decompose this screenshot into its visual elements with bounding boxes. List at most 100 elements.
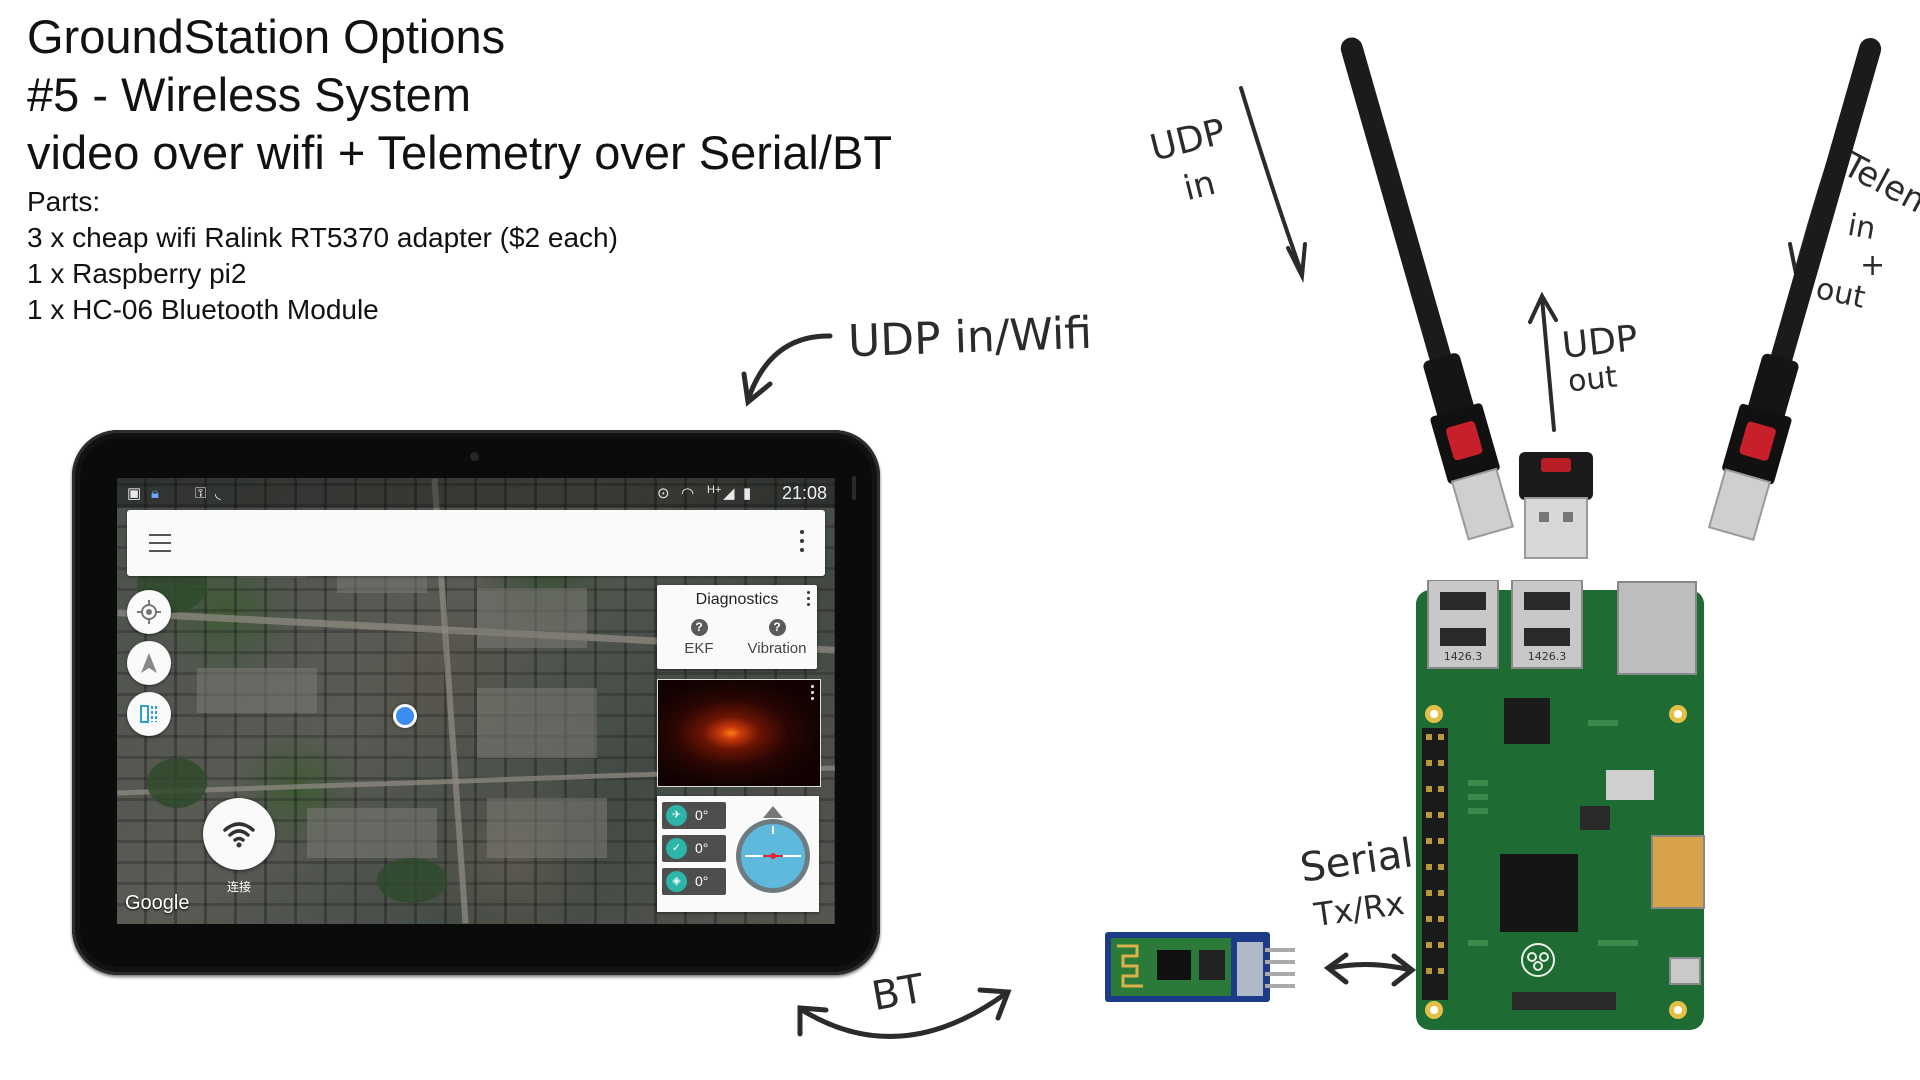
gps-locate-button[interactable]	[127, 590, 171, 634]
map-trees	[377, 858, 447, 903]
tablet-side-button	[852, 476, 856, 500]
diagnostic-label: EKF	[684, 640, 714, 657]
status-time: 21:08	[781, 483, 827, 503]
udp-in-arrow	[1239, 86, 1304, 276]
antenna-rod	[1760, 37, 1882, 405]
attitude-indicator	[736, 806, 810, 893]
parts-item: 1 x HC-06 Bluetooth Module	[27, 294, 379, 325]
udp-in-arrowhead	[1286, 242, 1307, 284]
wifi-antenna-right	[1707, 37, 1882, 542]
android-tablet: ▣ 🔒︎ ⚿ ◟ ⊙ ◠ H+ ◢ ▮ 21:08	[72, 430, 880, 975]
raspberry-pi-2-board: 1426.3 1426.3	[1416, 580, 1705, 1030]
pitch-icon: ✓	[666, 838, 687, 859]
telemetry-card: ✈ 0° ✓ 0° ◈ 0°	[657, 796, 819, 912]
navigation-arrow-icon	[141, 653, 157, 673]
diagnostics-card[interactable]: Diagnostics ? EKF ? Vibration	[657, 585, 817, 669]
diagnostics-more-icon[interactable]	[807, 591, 811, 607]
key-icon: ⚿	[195, 485, 207, 502]
serial-arrowhead-right	[1391, 953, 1417, 987]
signal-broadcast-icon: ◟	[215, 485, 221, 502]
telemetry-row: ✓ 0°	[662, 835, 726, 862]
page-title: GroundStation Options	[27, 10, 506, 63]
annotation-telem-plus: +	[1860, 248, 1886, 283]
audio-jack	[1606, 770, 1654, 800]
hc06-bluetooth-module	[1105, 932, 1295, 1002]
wifi-status-icon: ◠	[681, 485, 695, 502]
adapter-logo	[1446, 421, 1483, 461]
diagnostic-label: Vibration	[747, 640, 807, 657]
camera-connector	[1512, 992, 1616, 1010]
video-feed-card[interactable]	[657, 679, 821, 787]
ethernet-port	[1617, 581, 1697, 675]
app-toolbar	[127, 510, 825, 576]
ethernet-chip	[1504, 698, 1550, 744]
parts-heading: Parts:	[27, 186, 101, 217]
tablet-camera	[470, 452, 479, 461]
annotation-udp-in-wifi: UDP in/Wifi	[847, 307, 1093, 368]
annotation-bt: BT	[868, 965, 928, 1021]
page-subtitle: #5 - Wireless System	[27, 68, 471, 121]
map-layer-button[interactable]	[127, 692, 171, 736]
battery-icon: ▮	[743, 485, 752, 502]
telemetry-row: ◈ 0°	[662, 868, 726, 895]
hdmi-port	[1651, 835, 1705, 909]
title-block: GroundStation Options #5 - Wireless Syst…	[27, 8, 892, 328]
question-icon: ?	[768, 619, 786, 636]
map-building	[307, 808, 437, 858]
telemetry-value: 0°	[695, 840, 709, 856]
diagnostic-ekf[interactable]: ? EKF	[664, 619, 734, 657]
tablet-screen: ▣ 🔒︎ ⚿ ◟ ⊙ ◠ H+ ◢ ▮ 21:08	[117, 478, 835, 924]
antenna-joint	[1748, 353, 1799, 420]
nano-wifi-adapter	[1519, 452, 1593, 559]
serial-arrowhead-left	[1323, 952, 1349, 985]
parts-item: 3 x cheap wifi Ralink RT5370 adapter ($2…	[27, 222, 618, 253]
raspberry-logo	[1521, 943, 1555, 977]
usb-port: 1426.3	[1427, 580, 1499, 669]
compass-icon: ◈	[666, 871, 687, 892]
telemetry-value: 0°	[695, 873, 709, 889]
map-building	[197, 668, 317, 713]
usb-connector	[1707, 468, 1772, 542]
bt-arrowhead-right	[977, 987, 1012, 1021]
bt-arrowhead-left	[797, 1005, 829, 1037]
connect-label: 连接	[226, 880, 251, 894]
cell-signal-icon: ◢	[723, 485, 735, 502]
micro-usb-power	[1669, 957, 1701, 985]
status-bar: ▣ 🔒︎ ⚿ ◟ ⊙ ◠ H+ ◢ ▮ 21:08	[117, 478, 835, 508]
pcb-antenna-trace	[1117, 944, 1143, 988]
parts-item: 1 x Raspberry pi2	[27, 258, 247, 289]
udp-out-arrowhead	[1528, 291, 1558, 324]
map-building	[477, 588, 587, 648]
display-connector	[1580, 806, 1610, 830]
telemetry-value: 0°	[695, 807, 709, 823]
antenna-joint	[1423, 353, 1474, 419]
telemetry-row: ✈ 0°	[662, 802, 726, 829]
network-type-label: H+	[707, 484, 722, 496]
question-icon: ?	[690, 619, 708, 636]
navigation-button[interactable]	[127, 641, 171, 685]
map-trees	[147, 758, 207, 808]
soc-chip	[1500, 854, 1578, 932]
usb-port: 1426.3	[1511, 580, 1583, 669]
adapter-logo	[1739, 421, 1776, 461]
split-view-icon	[140, 705, 157, 723]
location-icon: ⊙	[657, 485, 670, 502]
map-building	[487, 798, 607, 858]
overflow-menu-icon[interactable]	[799, 530, 805, 554]
udp-wifi-arrowhead	[741, 371, 773, 407]
menu-icon[interactable]	[149, 534, 171, 552]
wifi-icon	[223, 822, 255, 848]
lock-notification-icon: 🔒︎	[151, 485, 159, 502]
video-more-icon[interactable]	[811, 685, 815, 701]
drone-location-marker[interactable]	[393, 704, 417, 728]
usb-label: 1426.3	[1528, 650, 1567, 663]
serial-arrow	[1327, 961, 1413, 973]
diagnostic-vibration[interactable]: ? Vibration	[742, 619, 812, 657]
udp-out-arrow	[1540, 296, 1556, 432]
wifi-antenna-left	[1340, 37, 1515, 541]
system-description: video over wifi + Telemetry over Serial/…	[27, 126, 893, 179]
crosshair-icon	[137, 600, 161, 624]
connect-button[interactable]	[203, 798, 275, 870]
bt-arrow	[799, 991, 1008, 1039]
image-notification-icon: ▣	[127, 485, 142, 502]
